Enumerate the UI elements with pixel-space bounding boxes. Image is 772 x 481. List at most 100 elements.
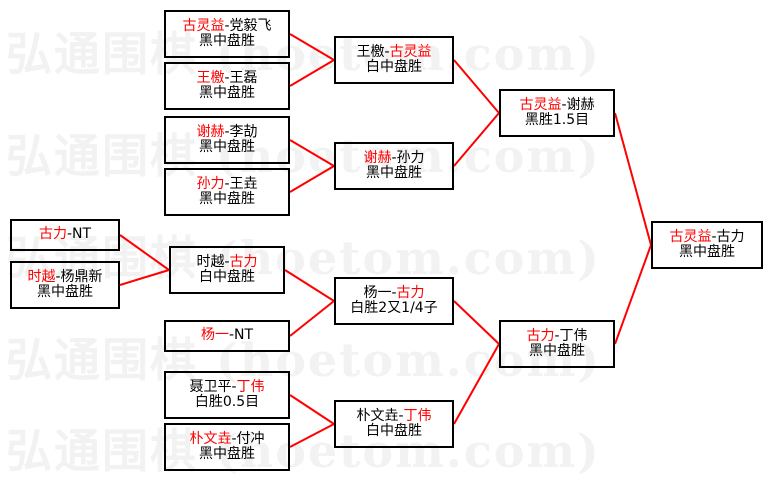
match-result: 黑中盘胜 xyxy=(199,33,255,49)
player-left: 王檄 xyxy=(356,43,385,60)
player-left: 古灵益 xyxy=(519,96,562,113)
player-right: 丁伟 xyxy=(559,327,588,344)
player-left: 古灵益 xyxy=(182,17,225,34)
pairing-separator: - xyxy=(224,123,230,140)
match-pairing: 谢赫-李劼 xyxy=(196,123,258,140)
match-result: 黑中盘胜 xyxy=(199,85,255,101)
pairing-separator: - xyxy=(398,407,404,424)
match-pairing: 谢赫-孙力 xyxy=(363,149,425,166)
player-right: NT xyxy=(72,226,92,243)
match-pairing: 朴文垚-丁伟 xyxy=(356,407,432,424)
match-pairing: 王檄-王磊 xyxy=(196,69,258,86)
match-yangyi-guli[interactable]: 杨一-古力白胜2又1/4子 xyxy=(334,277,454,325)
pairing-separator: - xyxy=(231,430,237,447)
match-result: 黑中盘胜 xyxy=(199,139,255,155)
player-right: 丁伟 xyxy=(403,407,432,424)
match-final-gulingyi-guli[interactable]: 古灵益-古力黑中盘胜 xyxy=(651,221,763,269)
match-sunli-wangyao[interactable]: 孙力-王垚黑中盘胜 xyxy=(164,168,290,216)
match-pairing: 杨一-NT xyxy=(201,328,253,343)
player-left: 杨一 xyxy=(200,327,229,344)
match-pairing: 孙力-王垚 xyxy=(196,175,258,192)
match-xiehe-sunli[interactable]: 谢赫-孙力黑中盘胜 xyxy=(334,142,454,190)
player-left: 古力 xyxy=(38,226,67,243)
match-wangxi-wanglei[interactable]: 王檄-王磊黑中盘胜 xyxy=(164,62,290,110)
player-left: 古灵益 xyxy=(669,228,712,245)
pairing-separator: - xyxy=(554,327,560,344)
player-right: 付冲 xyxy=(236,430,265,447)
match-pairing: 王檄-古灵益 xyxy=(356,43,432,60)
player-left: 聂卫平 xyxy=(189,378,232,395)
player-left: 谢赫 xyxy=(363,149,392,166)
player-left: 朴文垚 xyxy=(189,430,232,447)
pairing-separator: - xyxy=(224,253,230,270)
match-result: 黑中盘胜 xyxy=(529,343,585,359)
player-right: 党毅飞 xyxy=(229,17,272,34)
match-shiyue-guli[interactable]: 时越-古力白中盘胜 xyxy=(169,246,285,294)
match-wangxi-gulingyi[interactable]: 王檄-古灵益白中盘胜 xyxy=(334,36,454,84)
player-left: 谢赫 xyxy=(196,123,225,140)
player-right: 王垚 xyxy=(229,175,258,192)
match-result: 白胜0.5目 xyxy=(194,394,260,410)
player-right: 古力 xyxy=(396,284,425,301)
match-result: 白中盘胜 xyxy=(366,59,422,75)
match-result: 白胜2又1/4子 xyxy=(350,300,438,316)
match-shiyue-yangdingxin[interactable]: 时越-杨鼎新黑中盘胜 xyxy=(10,261,120,309)
player-left: 时越 xyxy=(196,253,225,270)
match-gulingyi-dangyifei[interactable]: 古灵益-党毅飞黑中盘胜 xyxy=(164,10,290,58)
pairing-separator: - xyxy=(224,69,230,86)
pairing-separator: - xyxy=(391,149,397,166)
player-right: 古灵益 xyxy=(389,43,432,60)
player-right: 古力 xyxy=(229,253,258,270)
player-right: NT xyxy=(234,327,254,344)
player-left: 杨一 xyxy=(363,284,392,301)
player-right: 谢赫 xyxy=(566,96,595,113)
match-result: 黑胜1.5目 xyxy=(524,112,590,128)
match-pairing: 古灵益-古力 xyxy=(669,228,745,245)
player-left: 古力 xyxy=(526,327,555,344)
match-result: 白中盘胜 xyxy=(366,423,422,439)
match-result: 黑中盘胜 xyxy=(366,165,422,181)
match-pairing: 杨一-古力 xyxy=(363,284,425,301)
match-pairing: 时越-杨鼎新 xyxy=(27,268,103,285)
match-result: 黑中盘胜 xyxy=(199,191,255,207)
match-puwenyao-dingwei[interactable]: 朴文垚-丁伟白中盘胜 xyxy=(334,400,454,448)
match-nieweiping-dingwei[interactable]: 聂卫平-丁伟白胜0.5目 xyxy=(164,371,290,419)
match-gulingyi-xiehe[interactable]: 古灵益-谢赫黑胜1.5目 xyxy=(499,89,615,137)
match-result: 黑中盘胜 xyxy=(37,284,93,300)
match-pairing: 古力-NT xyxy=(39,227,91,242)
match-pairing: 古灵益-谢赫 xyxy=(519,96,595,113)
player-right: 古力 xyxy=(716,228,745,245)
player-right: 丁伟 xyxy=(236,378,265,395)
player-left: 孙力 xyxy=(196,175,225,192)
match-guli-nt[interactable]: 古力-NT xyxy=(10,219,120,251)
match-pairing: 时越-古力 xyxy=(196,253,258,270)
pairing-separator: - xyxy=(228,327,235,344)
match-result: 白中盘胜 xyxy=(199,269,255,285)
player-right: 王磊 xyxy=(229,69,258,86)
pairing-separator: - xyxy=(66,226,73,243)
pairing-separator: - xyxy=(391,284,397,301)
pairing-separator: - xyxy=(55,268,61,285)
pairing-separator: - xyxy=(224,175,230,192)
match-pairing: 聂卫平-丁伟 xyxy=(189,378,265,395)
pairing-separator: - xyxy=(384,43,390,60)
match-pairing: 古力-丁伟 xyxy=(526,327,588,344)
match-result: 黑中盘胜 xyxy=(679,244,735,260)
player-left: 朴文垚 xyxy=(356,407,399,424)
match-result: 黑中盘胜 xyxy=(199,446,255,462)
match-puwenyao-fuchong[interactable]: 朴文垚-付冲黑中盘胜 xyxy=(164,423,290,471)
player-left: 王檄 xyxy=(196,69,225,86)
match-guli-dingwei[interactable]: 古力-丁伟黑中盘胜 xyxy=(499,320,615,368)
match-pairing: 朴文垚-付冲 xyxy=(189,430,265,447)
pairing-separator: - xyxy=(231,378,237,395)
pairing-separator: - xyxy=(224,17,230,34)
player-left: 时越 xyxy=(27,268,56,285)
player-right: 杨鼎新 xyxy=(60,268,103,285)
match-xiehe-lijie[interactable]: 谢赫-李劼黑中盘胜 xyxy=(164,116,290,164)
player-right: 李劼 xyxy=(229,123,258,140)
player-right: 孙力 xyxy=(396,149,425,166)
pairing-separator: - xyxy=(711,228,717,245)
match-yangyi-nt[interactable]: 杨一-NT xyxy=(164,320,290,352)
